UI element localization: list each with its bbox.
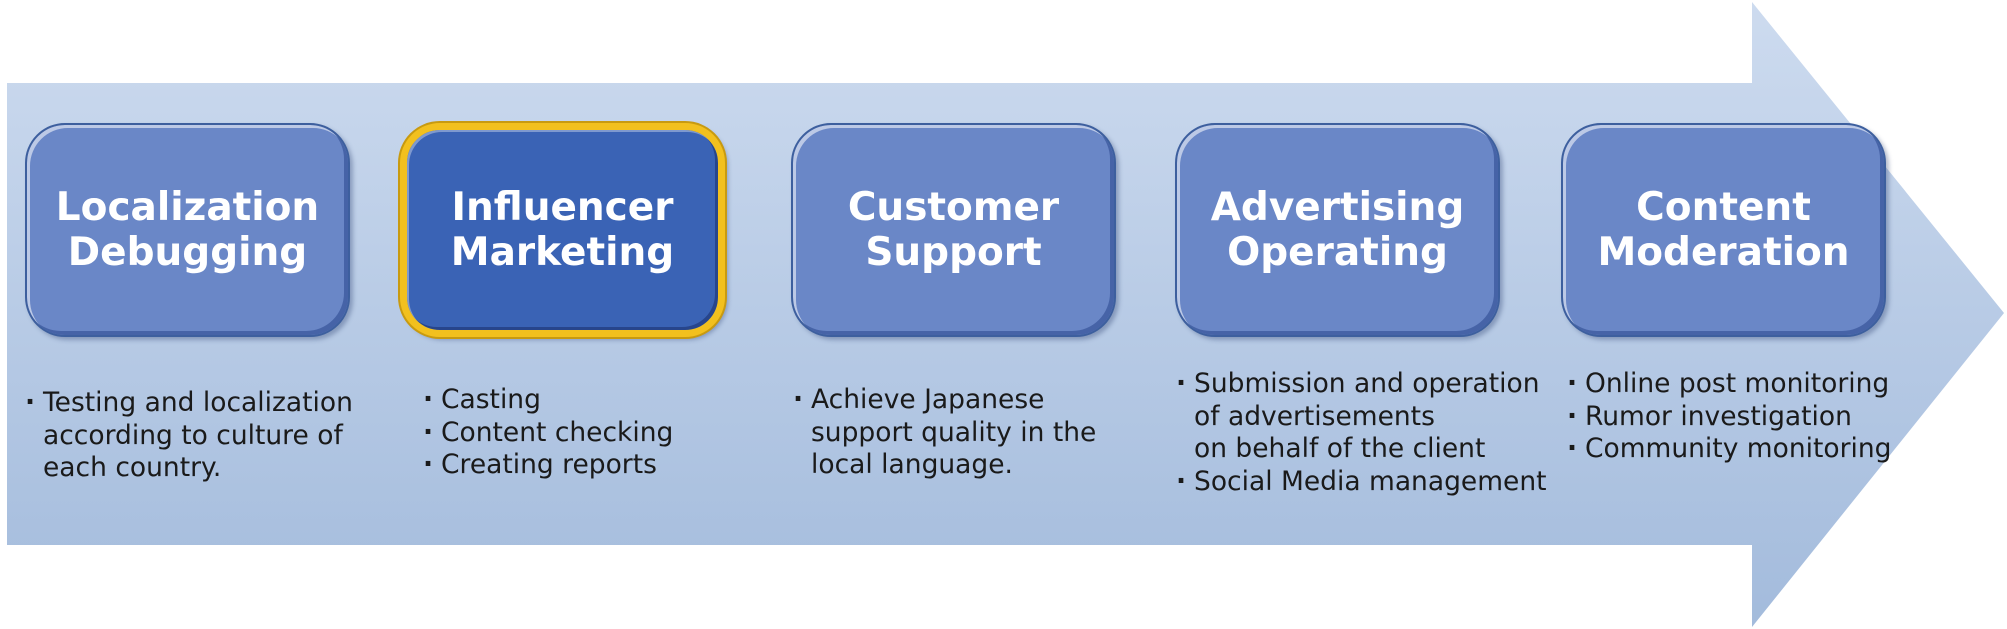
bullet-item: Achieve Japanese support quality in the … <box>793 384 1096 482</box>
step-box-localization-debugging: Localization Debugging <box>25 123 350 337</box>
step-box-customer-support: Customer Support <box>791 123 1116 337</box>
step-box-advertising-operating: Advertising Operating <box>1175 123 1500 337</box>
bullet-item: Casting <box>423 384 673 417</box>
step-box-content-moderation: Content Moderation <box>1561 123 1886 337</box>
bullet-item: Creating reports <box>423 449 673 482</box>
step-description-advertising-operating: Submission and operation of advertisemen… <box>1176 368 1547 498</box>
bullet-item: Rumor investigation <box>1567 401 1891 434</box>
step-box-influencer-marketing: Influencer Marketing <box>400 123 725 337</box>
step-description-customer-support: Achieve Japanese support quality in the … <box>793 384 1096 482</box>
step-description-localization-debugging: Testing and localization according to cu… <box>25 387 353 485</box>
bullet-item: Content checking <box>423 417 673 450</box>
bullet-item: Submission and operation of advertisemen… <box>1176 368 1547 466</box>
step-description-influencer-marketing: Casting Content checking Creating report… <box>423 384 673 482</box>
bullet-item: Online post monitoring <box>1567 368 1891 401</box>
bullet-item: Testing and localization according to cu… <box>25 387 353 485</box>
step-description-content-moderation: Online post monitoring Rumor investigati… <box>1567 368 1891 466</box>
bullet-item: Social Media management <box>1176 466 1547 499</box>
bullet-item: Community monitoring <box>1567 433 1891 466</box>
